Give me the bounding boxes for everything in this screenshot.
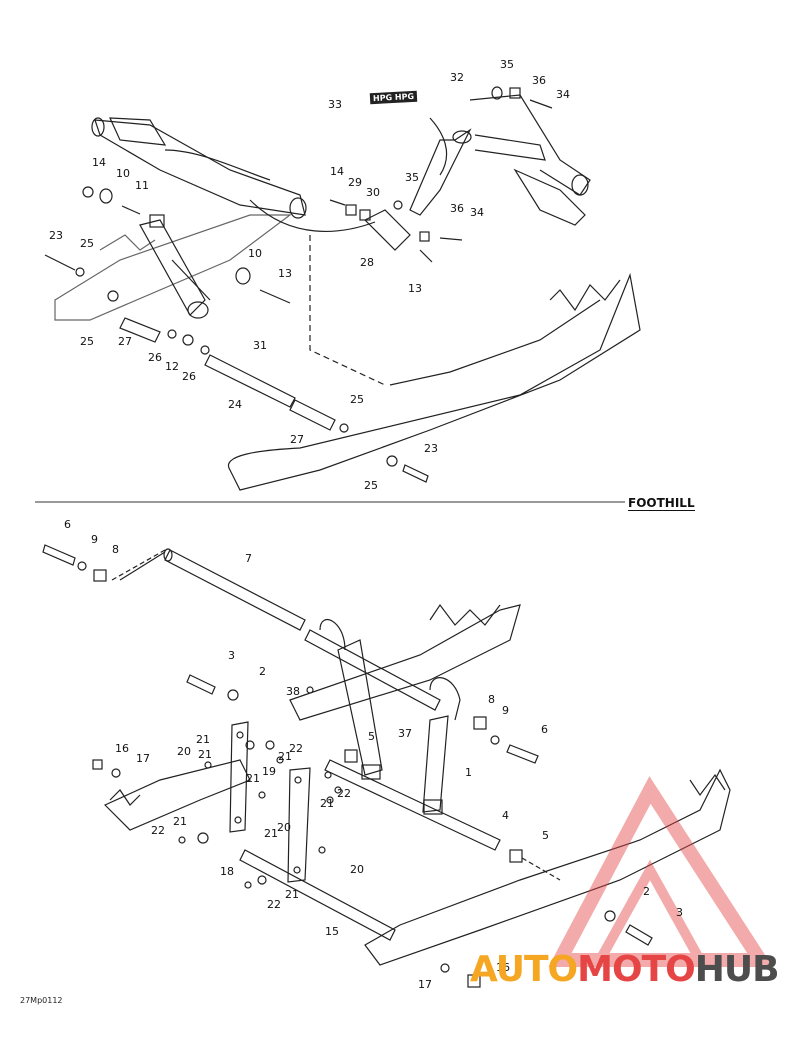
shock-1	[422, 715, 449, 813]
callout: 21	[285, 888, 299, 901]
shaft-7	[164, 549, 306, 631]
watermark-text: AUTOMOTOHUB	[470, 949, 780, 990]
crossbar-15	[239, 849, 396, 941]
callout: 15	[325, 925, 339, 938]
callout: 38	[286, 685, 300, 698]
callout: 27	[290, 433, 304, 446]
callout: 25	[80, 335, 94, 348]
callout: 6	[64, 518, 71, 531]
callout: 21	[278, 750, 292, 763]
callout: 17	[136, 752, 150, 765]
callout: 14	[92, 156, 106, 169]
callout: 27	[118, 335, 132, 348]
callout: 26	[148, 351, 162, 364]
callout: 21	[320, 797, 334, 810]
rail-left-bottom	[103, 759, 251, 831]
callout: 21	[198, 748, 212, 761]
callout: 7	[245, 552, 252, 565]
link-19	[229, 721, 249, 833]
callout: 3	[228, 649, 235, 662]
callout: 34	[470, 206, 484, 219]
callout: 22	[337, 787, 351, 800]
callout: 36	[450, 202, 464, 215]
callout: 8	[488, 693, 495, 706]
callout: 22	[267, 898, 281, 911]
callout: 16	[115, 742, 129, 755]
callout: 35	[500, 58, 514, 71]
bracket-28	[363, 209, 411, 251]
callout: 33	[328, 98, 342, 111]
callout: 11	[135, 179, 149, 192]
callout: 34	[556, 88, 570, 101]
bottom-callouts: 6 9 8 7 3 2 38 8 9 6 16 17 20 21 22 21 5…	[64, 518, 683, 991]
callout: 1	[465, 766, 472, 779]
callout: 20	[350, 863, 364, 876]
callout: 5	[368, 730, 375, 743]
callout: 18	[220, 865, 234, 878]
callout: 13	[278, 267, 292, 280]
callout: 2	[259, 665, 266, 678]
callout: 3	[676, 906, 683, 919]
callout: 17	[418, 978, 432, 991]
callout: 23	[49, 229, 63, 242]
callout: 22	[289, 742, 303, 755]
callout: 19	[262, 765, 276, 778]
diagram-code: 27Mp0112	[20, 996, 63, 1005]
link-18	[287, 767, 311, 883]
callout: 6	[541, 723, 548, 736]
steering-column	[469, 94, 591, 196]
callout: 23	[424, 442, 438, 455]
callout: 20	[277, 821, 291, 834]
watermark-logo	[548, 776, 773, 967]
callout: 32	[450, 71, 464, 84]
watermark-part-moto: MOTO	[577, 949, 696, 990]
rail-right-bottom	[364, 768, 731, 966]
callout: 9	[91, 533, 98, 546]
top-callouts: 35 32 36 34 33 14 10 11 14 29 30 35 36 3…	[49, 58, 570, 492]
callout: 10	[248, 247, 262, 260]
callout: 12	[165, 360, 179, 373]
shock-37	[337, 639, 383, 776]
callout: 2	[643, 885, 650, 898]
callout: 24	[228, 398, 242, 411]
callout: 13	[408, 282, 422, 295]
callout: 25	[364, 479, 378, 492]
callout: 8	[112, 543, 119, 556]
callout: 35	[405, 171, 419, 184]
callout: 22	[151, 824, 165, 837]
callout: 21	[264, 827, 278, 840]
callout: 21	[196, 733, 210, 746]
callout: 31	[253, 339, 267, 352]
rail-right-top	[227, 272, 641, 491]
callout: 10	[116, 167, 130, 180]
crossbar-24	[204, 354, 296, 408]
callout: 28	[360, 256, 374, 269]
rail-left-top	[54, 214, 292, 321]
callout: 30	[366, 186, 380, 199]
callout: 25	[350, 393, 364, 406]
callout: 5	[542, 829, 549, 842]
callout: 26	[182, 370, 196, 383]
callout: 14	[330, 165, 344, 178]
callout: 4	[502, 809, 509, 822]
callout: 25	[80, 237, 94, 250]
callout: 29	[348, 176, 362, 189]
callout: 20	[177, 745, 191, 758]
rocker-arm	[94, 119, 306, 216]
callout: 21	[246, 772, 260, 785]
callout: 37	[398, 727, 412, 740]
shock-absorber	[139, 219, 206, 316]
callout: 21	[173, 815, 187, 828]
crossbar-4	[324, 759, 501, 851]
section-label: FOOTHILL	[628, 496, 695, 511]
watermark-part-hub: HUB	[694, 949, 780, 990]
callout: 9	[502, 704, 509, 717]
callout: 36	[532, 74, 546, 87]
callout: 16	[496, 961, 510, 974]
watermark-part-auto: AUTO	[470, 949, 578, 990]
